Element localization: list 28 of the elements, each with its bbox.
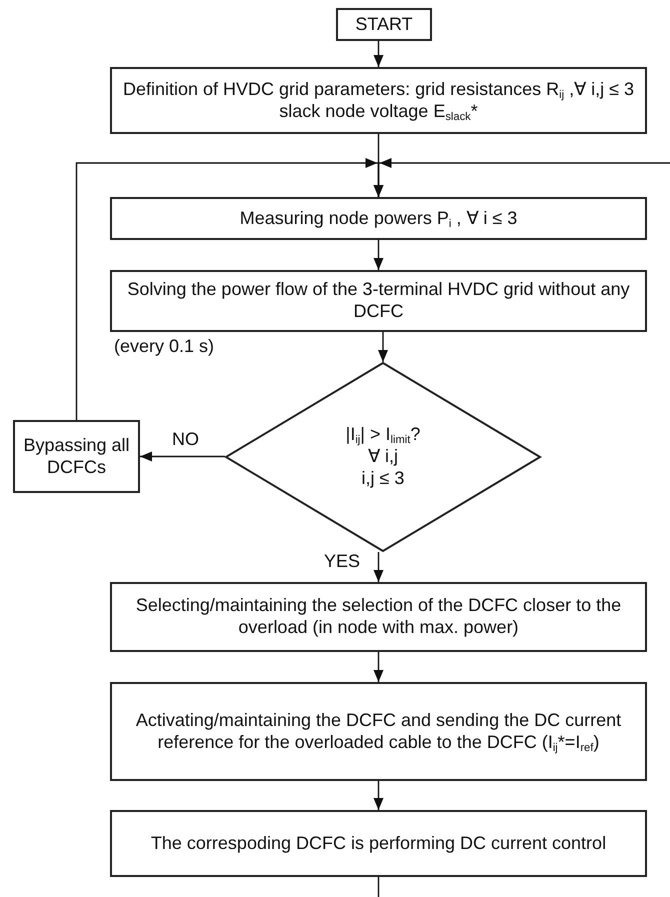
condition-text: |I$_{ij}$| > I$_{limit}$? bbox=[346, 424, 420, 446]
arrow bbox=[374, 158, 670, 197]
step-text: Bypassing all DCFCs bbox=[22, 434, 131, 478]
step-text: START bbox=[355, 14, 413, 36]
arrow bbox=[374, 240, 384, 270]
interval-note: (every 0.1 s) bbox=[114, 336, 214, 358]
arrow bbox=[378, 332, 388, 362]
process-box bbox=[110, 67, 647, 134]
process-box bbox=[110, 682, 647, 781]
process-box bbox=[110, 582, 647, 652]
step-text: Solving the power flow of the 3-terminal HVDC grid without any DCFC bbox=[126, 279, 631, 323]
arrow bbox=[374, 652, 384, 682]
step-text: The correspoding DCFC is performing DC current control bbox=[150, 832, 606, 854]
process-box bbox=[110, 810, 647, 877]
arrow bbox=[374, 41, 384, 67]
arrow bbox=[374, 552, 384, 582]
arrow bbox=[140, 452, 225, 462]
start-terminal bbox=[336, 8, 432, 41]
condition-text: i,j ≤ 3 bbox=[362, 468, 404, 490]
step-text: Definition of HVDC grid parameters: grid resistances R$_{ij}$ ,∀ i,j ≤ 3 slack node voltage E$_{slack}$* bbox=[122, 78, 636, 122]
condition-text: ∀ i,j bbox=[368, 446, 398, 468]
process-box bbox=[13, 420, 140, 493]
arrow bbox=[374, 781, 384, 810]
step-text: Activating/maintaining the DCFC and sending the DC current reference for the overloaded cable to the DCFC (I$_{ij}$*=I$_{ref}$) bbox=[134, 710, 622, 754]
step-text: Selecting/maintaining the selection of the DCFC closer to the overload (in node with max. power) bbox=[134, 595, 622, 639]
step-text: Measuring node powers P$_{i}$ , ∀ i ≤ 3 bbox=[240, 208, 518, 230]
process-box bbox=[110, 197, 647, 240]
connector-line bbox=[378, 877, 380, 897]
